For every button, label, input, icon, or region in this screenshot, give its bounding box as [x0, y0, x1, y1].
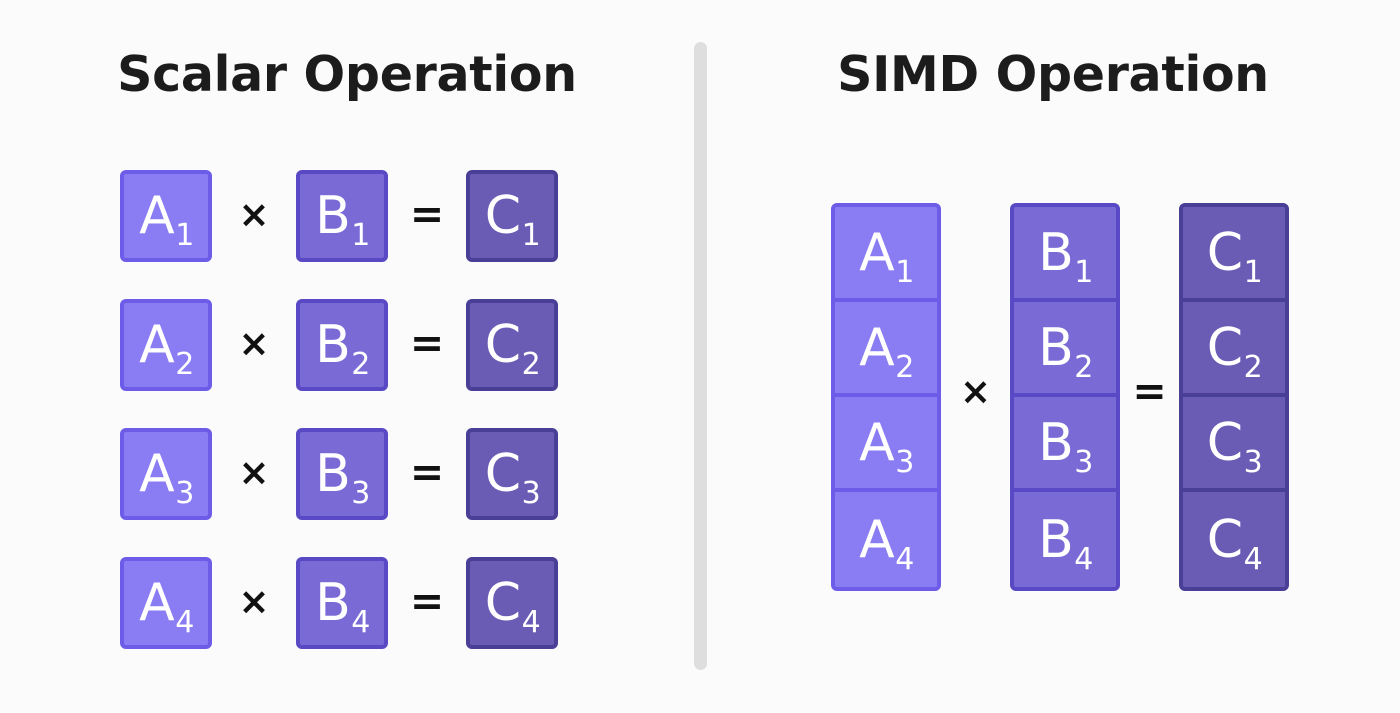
simd-vector-b-label: B2: [1038, 317, 1093, 385]
scalar-result-c-box: C3: [466, 428, 558, 520]
simd-vector-b-label: B4: [1038, 509, 1093, 577]
scalar-operand-b-box: B3: [296, 428, 388, 520]
multiply-operator: ×: [959, 370, 991, 413]
simd-vector-b-cell: B3: [1014, 397, 1116, 492]
scalar-operand-a-box: A4: [120, 557, 212, 649]
multiply-operator: ×: [238, 580, 270, 623]
scalar-operand-b-label: B3: [315, 444, 370, 511]
scalar-result-c-label: C4: [484, 573, 541, 640]
equals-operator: =: [409, 577, 445, 625]
scalar-operand-a-label: A3: [139, 444, 194, 511]
simd-panel-title: SIMD Operation: [837, 46, 1269, 103]
scalar-operand-a-box: A3: [120, 428, 212, 520]
panel-divider: [694, 42, 707, 670]
scalar-operand-b-box: B4: [296, 557, 388, 649]
simd-vector-c-cell: C4: [1183, 492, 1285, 587]
simd-vector-a-label: A2: [859, 317, 914, 385]
multiply-operator: ×: [238, 451, 270, 494]
equals-operator: =: [409, 319, 445, 367]
simd-vector-b-label: B1: [1038, 222, 1093, 290]
simd-vector-c-label: C3: [1206, 412, 1263, 480]
scalar-operand-a-label: A4: [139, 573, 194, 640]
scalar-panel-title: Scalar Operation: [117, 46, 577, 103]
scalar-result-c-box: C4: [466, 557, 558, 649]
simd-vector-a-cell: A2: [835, 302, 937, 397]
simd-vector-b: B1 B2 B3 B4: [1010, 203, 1120, 591]
simd-vector-c-label: C2: [1206, 317, 1263, 385]
simd-vector-a-label: A1: [859, 222, 914, 290]
scalar-operand-a-box: A2: [120, 299, 212, 391]
simd-vector-c-label: C1: [1206, 222, 1263, 290]
simd-vector-b-cell: B1: [1014, 207, 1116, 302]
simd-vector-c-label: C4: [1206, 509, 1263, 577]
simd-vector-c: C1 C2 C3 C4: [1179, 203, 1289, 591]
scalar-result-c-label: C2: [484, 315, 541, 382]
equals-operator: =: [409, 448, 445, 496]
scalar-result-c-box: C1: [466, 170, 558, 262]
scalar-operand-b-box: B2: [296, 299, 388, 391]
simd-vector-b-cell: B4: [1014, 492, 1116, 587]
scalar-operand-a-label: A1: [139, 186, 194, 253]
equals-operator: =: [1132, 367, 1167, 415]
scalar-operand-a-label: A2: [139, 315, 194, 382]
simd-vector-c-cell: C2: [1183, 302, 1285, 397]
simd-vector-a-cell: A1: [835, 207, 937, 302]
scalar-operand-b-box: B1: [296, 170, 388, 262]
simd-vector-a-cell: A3: [835, 397, 937, 492]
simd-vector-c-cell: C1: [1183, 207, 1285, 302]
simd-vector-a: A1 A2 A3 A4: [831, 203, 941, 591]
scalar-result-c-label: C1: [484, 186, 541, 253]
scalar-operand-b-label: B4: [315, 573, 370, 640]
scalar-result-c-label: C3: [484, 444, 541, 511]
multiply-operator: ×: [238, 193, 270, 236]
simd-vector-a-label: A3: [859, 412, 914, 480]
multiply-operator: ×: [238, 322, 270, 365]
scalar-operand-b-label: B1: [315, 186, 370, 253]
simd-vector-a-cell: A4: [835, 492, 937, 587]
scalar-operand-b-label: B2: [315, 315, 370, 382]
simd-vector-b-cell: B2: [1014, 302, 1116, 397]
simd-vector-b-label: B3: [1038, 412, 1093, 480]
simd-vector-a-label: A4: [859, 509, 914, 577]
scalar-result-c-box: C2: [466, 299, 558, 391]
scalar-operand-a-box: A1: [120, 170, 212, 262]
simd-vector-c-cell: C3: [1183, 397, 1285, 492]
equals-operator: =: [409, 190, 445, 238]
